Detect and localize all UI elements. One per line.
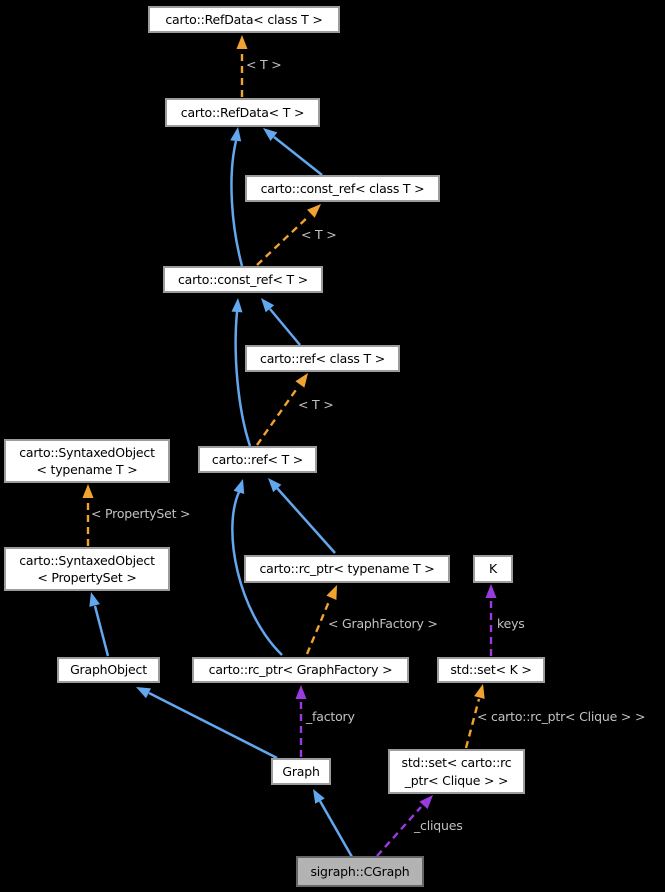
edge-member-cgraph-cliques bbox=[376, 795, 433, 857]
edge-inheritance-ref-t-to-constref-t bbox=[231, 298, 252, 447]
node-label: std::set< carto::rc _ptr< Clique > > bbox=[401, 755, 512, 788]
edge-inheritance-graphobject-to-syntaxedobject bbox=[89, 592, 110, 657]
node-k[interactable]: K bbox=[473, 555, 513, 583]
edge-label-member-factory: _factory bbox=[306, 709, 355, 724]
edge-template-refdata-t-to-refdata-classt bbox=[236, 35, 248, 97]
node-label: carto::ref< T > bbox=[211, 451, 304, 467]
edge-template-ref-t-to-ref-classt bbox=[256, 373, 308, 446]
edge-label-template-graphfactory: < GraphFactory > bbox=[328, 616, 438, 631]
node-carto-refdata-t[interactable]: carto::RefData< T > bbox=[165, 98, 320, 127]
node-label: GraphObject bbox=[70, 662, 147, 678]
node-label: sigraph::CGraph bbox=[310, 863, 410, 879]
node-label: carto::const_ref< T > bbox=[177, 271, 309, 287]
node-sigraph-cgraph[interactable]: sigraph::CGraph bbox=[296, 856, 424, 887]
node-graphobject[interactable]: GraphObject bbox=[57, 657, 160, 683]
node-label: carto::rc_ptr< GraphFactory > bbox=[208, 662, 393, 678]
node-label: Graph bbox=[282, 763, 320, 779]
edge-inheritance-constref-classt-to-refdata-t bbox=[263, 128, 323, 176]
edge-template-rcptr-graphfactory-to-rcptr-typename bbox=[305, 585, 337, 655]
node-label: carto::RefData< class T > bbox=[165, 11, 323, 27]
node-carto-const-ref-class-t[interactable]: carto::const_ref< class T > bbox=[245, 175, 440, 202]
edge-inheritance-rcptr-typename-to-ref-t bbox=[268, 478, 336, 554]
edge-inheritance-rcptr-graphfactory-to-ref-t bbox=[231, 479, 283, 656]
edge-template-syntaxed-propertyset-to-typename bbox=[82, 484, 94, 546]
node-graph[interactable]: Graph bbox=[271, 758, 331, 785]
edge-member-stdset-keys bbox=[485, 584, 497, 656]
edge-label-member-keys: keys bbox=[497, 616, 525, 631]
node-carto-ref-t[interactable]: carto::ref< T > bbox=[198, 446, 317, 473]
node-label: carto::ref< class T > bbox=[260, 350, 385, 366]
edge-label-template-t-ref: < T > bbox=[298, 397, 334, 412]
node-carto-syntaxedobject-propertyset[interactable]: carto::SyntaxedObject < PropertySet > bbox=[4, 547, 170, 591]
node-label: carto::const_ref< class T > bbox=[260, 180, 425, 196]
edge-label-member-cliques: _cliques bbox=[414, 818, 463, 833]
edge-label-template-propertyset: < PropertySet > bbox=[91, 506, 191, 521]
edge-inheritance-constref-t-to-refdata-t bbox=[230, 127, 244, 267]
edge-inheritance-cgraph-to-graph bbox=[313, 789, 354, 858]
node-std-set-carto-rc-ptr-clique[interactable]: std::set< carto::rc _ptr< Clique > > bbox=[388, 749, 525, 794]
node-carto-rc-ptr-typename-t[interactable]: carto::rc_ptr< typename T > bbox=[244, 555, 450, 583]
edge-label-template-t-const-ref: < T > bbox=[301, 227, 337, 242]
node-label: carto::RefData< T > bbox=[180, 104, 305, 120]
edge-template-stdset-clique-to-stdset-k bbox=[464, 684, 485, 749]
edge-inheritance-ref-classt-to-constref-t bbox=[261, 298, 301, 346]
edge-label-template-t-refdata: < T > bbox=[246, 57, 282, 72]
node-label: carto::SyntaxedObject < PropertySet > bbox=[19, 552, 155, 586]
node-carto-syntaxedobject-typename-t[interactable]: carto::SyntaxedObject < typename T > bbox=[4, 439, 170, 483]
node-carto-const-ref-t[interactable]: carto::const_ref< T > bbox=[163, 266, 323, 293]
edge-template-constref-t-to-constref-classt bbox=[256, 204, 321, 266]
node-label: carto::SyntaxedObject < typename T > bbox=[19, 444, 155, 478]
node-std-set-k[interactable]: std::set< K > bbox=[437, 657, 545, 683]
node-carto-rc-ptr-graphfactory[interactable]: carto::rc_ptr< GraphFactory > bbox=[192, 657, 409, 683]
edge-inheritance-graph-to-graphobject bbox=[136, 687, 278, 760]
node-carto-refdata-class-t[interactable]: carto::RefData< class T > bbox=[148, 6, 340, 33]
node-carto-ref-class-t[interactable]: carto::ref< class T > bbox=[245, 345, 400, 372]
edge-member-graph-factory bbox=[295, 685, 307, 757]
node-label: K bbox=[489, 561, 497, 577]
node-label: std::set< K > bbox=[450, 662, 532, 678]
edge-label-template-clique: < carto::rc_ptr< Clique > > bbox=[477, 709, 646, 724]
node-label: carto::rc_ptr< typename T > bbox=[259, 561, 435, 577]
